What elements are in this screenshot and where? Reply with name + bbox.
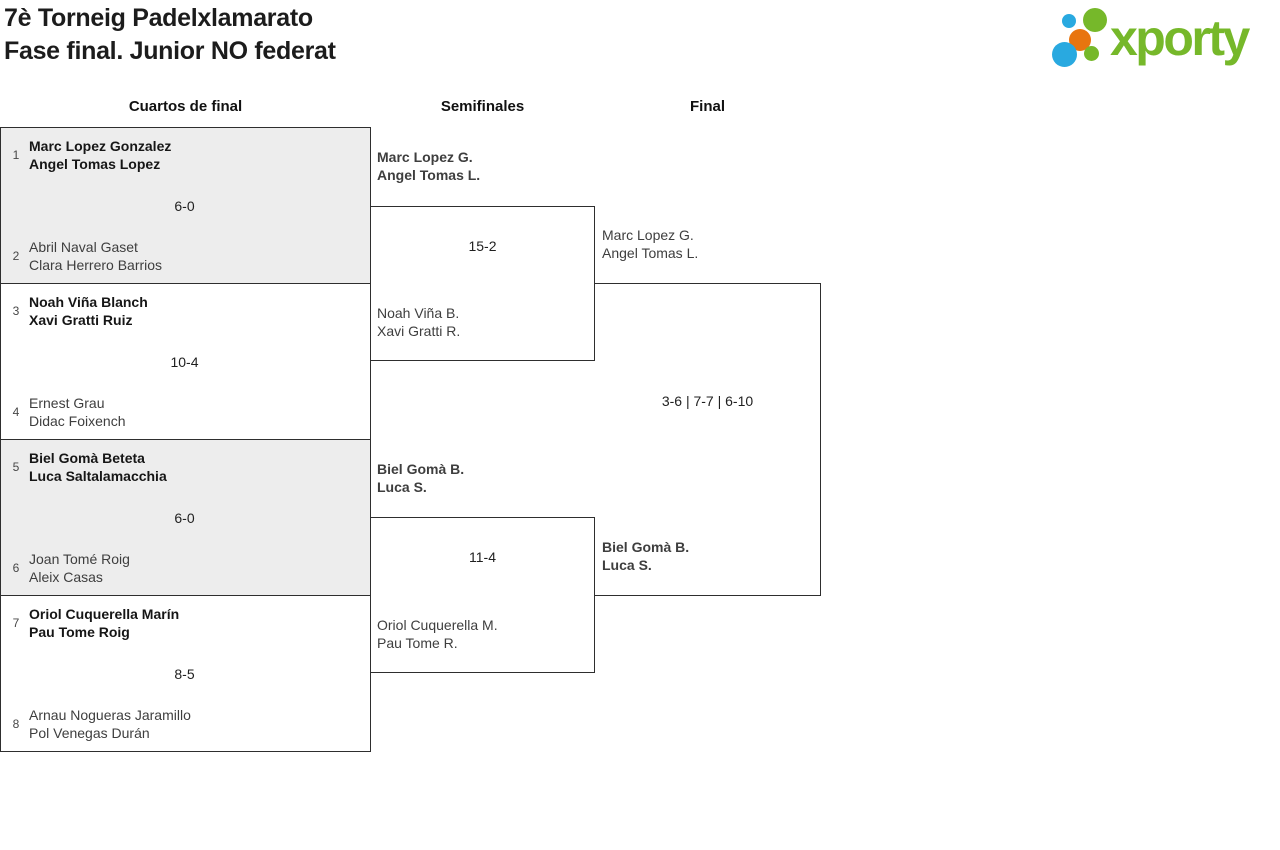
semifinal2-team1: Biel Gomà B. Luca S. (377, 460, 464, 496)
player-name: Pol Venegas Durán (29, 725, 150, 741)
player-name: Angel Tomas Lopez (29, 156, 161, 172)
team-names: Oriol Cuquerella Marín Pau Tome Roig (25, 605, 179, 641)
quarterfinal-match-3[interactable]: 5 Biel Gomà Beteta Luca Saltalamacchia 6… (0, 439, 371, 596)
logo-dot-icon (1062, 14, 1076, 28)
team-names: Noah Viña Blanch Xavi Gratti Ruiz (25, 293, 148, 329)
team-slot: 8 Arnau Nogueras Jaramillo Pol Venegas D… (7, 706, 362, 742)
player-name: Luca Saltalamacchia (29, 468, 167, 484)
player-name: Noah Viña Blanch (29, 294, 148, 310)
seed-number: 7 (12, 616, 20, 630)
team-names: Biel Gomà Beteta Luca Saltalamacchia (25, 449, 167, 485)
player-name: Ernest Grau (29, 395, 105, 411)
player-name: Xavi Gratti R. (377, 323, 461, 339)
team-names: Ernest Grau Didac Foixench (25, 394, 126, 430)
team-slot: 7 Oriol Cuquerella Marín Pau Tome Roig (7, 605, 362, 641)
round-header-final: Final (689, 98, 725, 115)
player-name: Angel Tomas L. (602, 245, 699, 261)
player-name: Marc Lopez Gonzalez (29, 138, 172, 154)
team-slot: 5 Biel Gomà Beteta Luca Saltalamacchia (7, 449, 362, 485)
match-score: 6-0 (174, 197, 195, 214)
player-name: Oriol Cuquerella M. (377, 617, 498, 633)
team-names: Joan Tomé Roig Aleix Casas (25, 550, 130, 586)
quarterfinal-match-4[interactable]: 7 Oriol Cuquerella Marín Pau Tome Roig 8… (0, 595, 371, 752)
player-name: Didac Foixench (29, 413, 126, 429)
player-name: Xavi Gratti Ruiz (29, 312, 133, 328)
match-score: 15-2 (468, 238, 497, 254)
semifinal1-team1: Marc Lopez G. Angel Tomas L. (377, 148, 480, 184)
round-header-semifinals: Semifinales (440, 98, 525, 115)
player-name: Biel Gomà B. (602, 539, 690, 555)
player-name: Arnau Nogueras Jaramillo (29, 707, 191, 723)
page-subtitle: Fase final. Junior NO federat (4, 37, 336, 65)
player-name: Angel Tomas L. (377, 167, 481, 183)
team-slot: 4 Ernest Grau Didac Foixench (7, 394, 362, 430)
logo-wordmark: xporty (1110, 10, 1250, 66)
player-name: Abril Naval Gaset (29, 239, 138, 255)
match-score: 6-0 (174, 509, 195, 526)
team-names: Abril Naval Gaset Clara Herrero Barrios (25, 238, 162, 274)
final-match[interactable] (594, 283, 821, 596)
player-name: Marc Lopez G. (377, 149, 473, 165)
player-name: Luca S. (602, 557, 652, 573)
semifinal2-team2: Oriol Cuquerella M. Pau Tome R. (377, 616, 498, 652)
player-name: Clara Herrero Barrios (29, 257, 163, 273)
seed-number: 6 (12, 561, 20, 575)
quarterfinal-match-2[interactable]: 3 Noah Viña Blanch Xavi Gratti Ruiz 10-4… (0, 283, 371, 440)
team-slot: 3 Noah Viña Blanch Xavi Gratti Ruiz (7, 293, 362, 329)
xporty-logo[interactable]: xporty (1050, 0, 1280, 72)
seed-number: 4 (12, 405, 20, 419)
quarterfinal-match-1[interactable]: 1 Marc Lopez Gonzalez Angel Tomas Lopez … (0, 127, 371, 284)
player-name: Oriol Cuquerella Marín (29, 606, 180, 622)
player-name: Aleix Casas (29, 569, 103, 585)
seed-number: 3 (12, 304, 20, 318)
player-name: Noah Viña B. (377, 305, 460, 321)
team-slot: 1 Marc Lopez Gonzalez Angel Tomas Lopez (7, 137, 362, 173)
logo-dot-icon (1084, 46, 1099, 61)
match-score: 3-6 | 7-7 | 6-10 (661, 393, 754, 409)
seed-number: 2 (12, 249, 20, 263)
player-name: Biel Gomà B. (377, 461, 465, 477)
seed-number: 8 (12, 717, 20, 731)
page-title-block: 7è Torneig Padelxlamarato Fase final. Ju… (4, 2, 336, 68)
semifinal1-team2: Noah Viña B. Xavi Gratti R. (377, 304, 460, 340)
player-name: Pau Tome Roig (29, 624, 130, 640)
seed-number: 1 (12, 148, 20, 162)
player-name: Luca S. (377, 479, 427, 495)
team-names: Arnau Nogueras Jaramillo Pol Venegas Dur… (25, 706, 191, 742)
logo-dot-icon (1052, 42, 1077, 67)
player-name: Joan Tomé Roig (29, 551, 130, 567)
round-header-quarterfinals: Cuartos de final (128, 98, 243, 115)
match-score: 11-4 (469, 549, 496, 565)
final-team1: Marc Lopez G. Angel Tomas L. (602, 226, 698, 262)
page-title: 7è Torneig Padelxlamarato (4, 4, 313, 32)
seed-number: 5 (12, 460, 20, 474)
team-names: Marc Lopez Gonzalez Angel Tomas Lopez (25, 137, 171, 173)
player-name: Marc Lopez G. (602, 227, 694, 243)
match-score: 10-4 (170, 353, 199, 370)
logo-dot-icon (1083, 8, 1107, 32)
final-team2: Biel Gomà B. Luca S. (602, 538, 689, 574)
team-slot: 6 Joan Tomé Roig Aleix Casas (7, 550, 362, 586)
logo-dot-icon (1069, 29, 1091, 51)
player-name: Pau Tome R. (377, 635, 458, 651)
player-name: Biel Gomà Beteta (29, 450, 145, 466)
match-score: 8-5 (174, 665, 195, 682)
team-slot: 2 Abril Naval Gaset Clara Herrero Barrio… (7, 238, 362, 274)
